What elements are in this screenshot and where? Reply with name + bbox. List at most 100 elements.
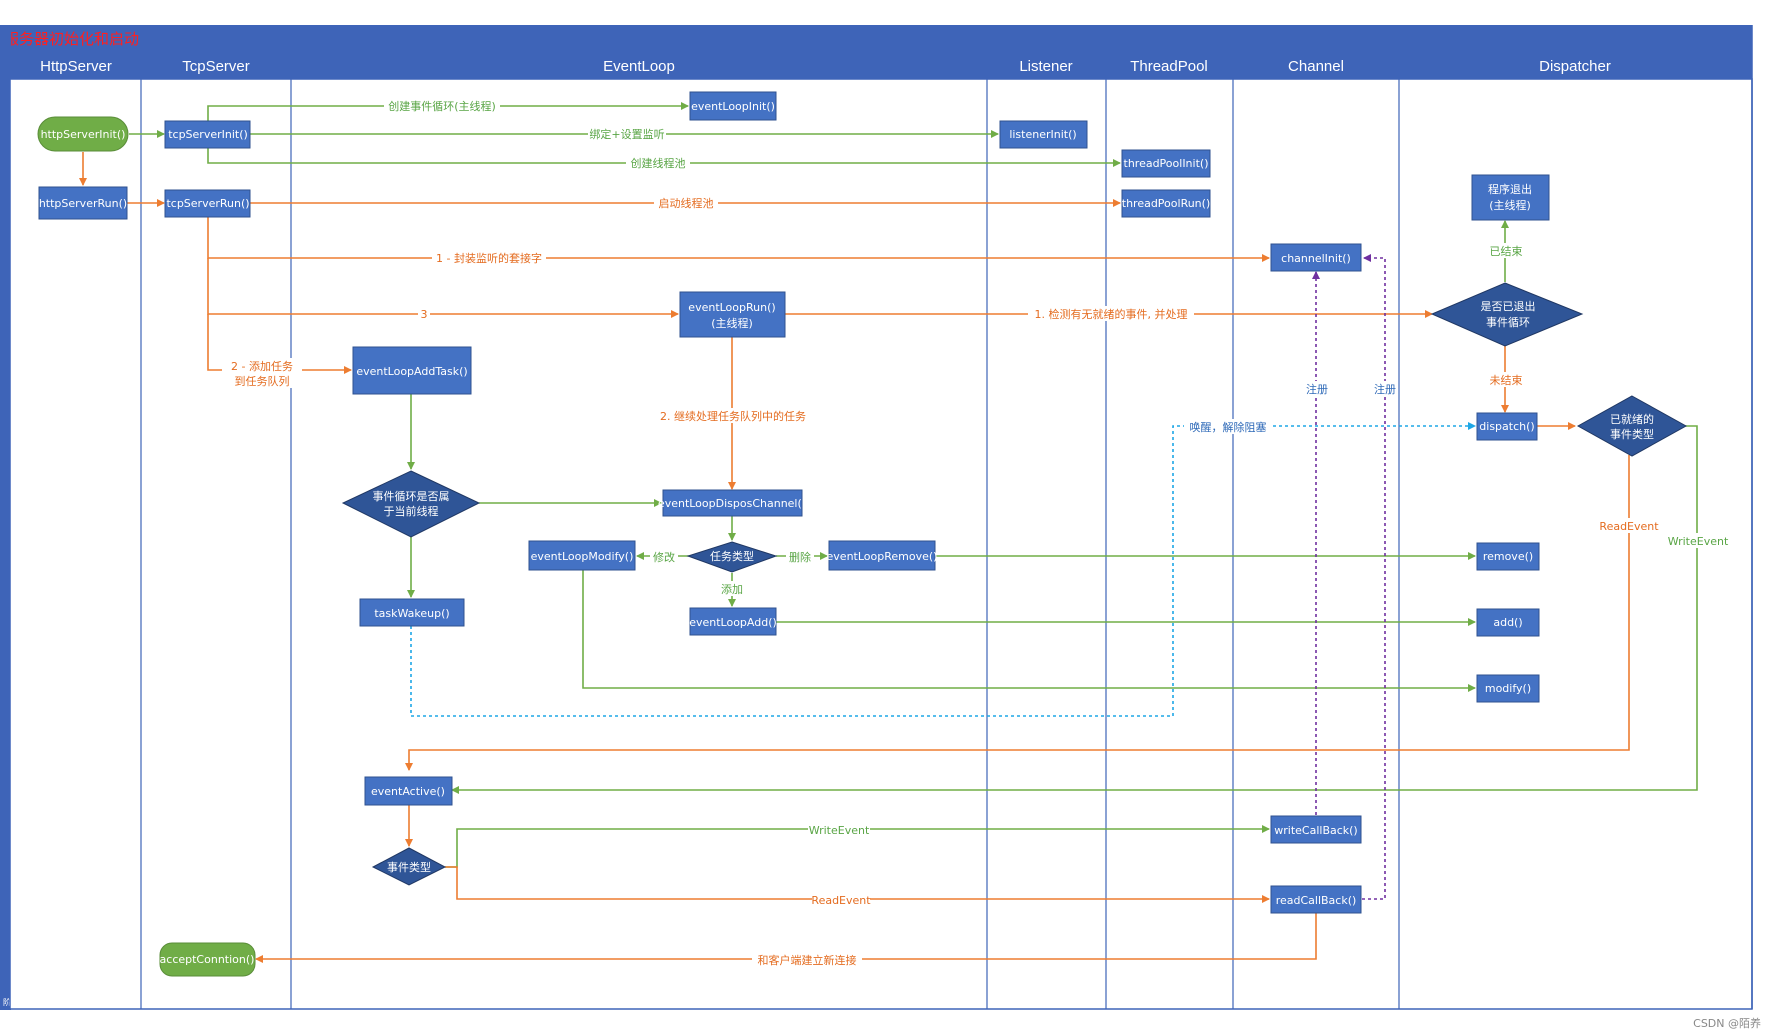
node-writecallback[interactable]: writeCallBack() xyxy=(1270,815,1362,844)
node-isexited[interactable]: 是否已退出 事件循环 xyxy=(1430,282,1584,347)
edge-register-read xyxy=(1362,254,1386,900)
edge-tcpinit-threadpoolinit xyxy=(207,145,1121,167)
node-eventloopadd[interactable]: eventLoopAdd() xyxy=(689,607,777,636)
label-ended: 已结束 xyxy=(1490,245,1523,258)
lane-httpserver: HttpServer xyxy=(40,58,112,75)
label-write-event-mid: WriteEvent xyxy=(809,824,870,837)
label-start-pool: 启动线程池 xyxy=(659,196,714,210)
svg-text:任务类型: 任务类型 xyxy=(710,549,754,563)
lane-listener: Listener xyxy=(1019,58,1072,75)
label-add-task-1: 2 - 添加任务 xyxy=(231,359,293,373)
svg-text:listenerInit(): listenerInit() xyxy=(1009,128,1076,141)
svg-text:eventLoopAddTask(): eventLoopAddTask() xyxy=(356,365,467,378)
svg-text:remove(): remove() xyxy=(1483,550,1533,563)
node-dispatch[interactable]: dispatch() xyxy=(1476,412,1538,441)
lane-threadpool: ThreadPool xyxy=(1130,58,1208,75)
svg-text:channelInit(): channelInit() xyxy=(1281,252,1351,265)
node-readcallback[interactable]: readCallBack() xyxy=(1270,885,1362,914)
label-register-2: 注册 xyxy=(1374,382,1396,396)
lane-tcpserver: TcpServer xyxy=(182,58,250,75)
node-eventloopmodify[interactable]: eventLoopModify() xyxy=(528,540,636,571)
svg-text:httpServerInit(): httpServerInit() xyxy=(41,128,126,141)
label-wrap-socket: 1 - 封装监听的套接字 xyxy=(436,251,542,265)
svg-text:readCallBack(): readCallBack() xyxy=(1276,894,1357,907)
svg-text:eventLoopRun(): eventLoopRun() xyxy=(688,301,775,314)
edge-readytype-readevent xyxy=(405,455,1630,771)
edge-wakeup xyxy=(410,422,1476,717)
node-tcpserverinit[interactable]: tcpServerInit() xyxy=(164,120,251,149)
svg-text:事件循环: 事件循环 xyxy=(1486,316,1530,329)
label-delete: 删除 xyxy=(789,550,811,564)
node-readytype[interactable]: 已就绪的 事件类型 xyxy=(1576,395,1688,457)
node-iscurrentthread[interactable]: 事件循环是否属 于当前线程 xyxy=(341,470,481,538)
svg-text:于当前线程: 于当前线程 xyxy=(384,504,439,518)
frame-title: 服务器初始化和启动 xyxy=(4,30,139,48)
svg-text:事件循环是否属: 事件循环是否属 xyxy=(373,490,450,503)
node-httpserverinit[interactable]: httpServerInit() xyxy=(37,116,129,152)
label-modify: 修改 xyxy=(653,550,675,564)
label-read-event-mid: ReadEvent xyxy=(811,894,871,907)
node-eventloopdisposchannel[interactable]: eventLoopDisposChannel() xyxy=(658,489,806,517)
node-add[interactable]: add() xyxy=(1476,608,1540,637)
svg-text:eventLoopModify(): eventLoopModify() xyxy=(531,550,634,563)
svg-text:acceptConntion(): acceptConntion() xyxy=(160,953,255,966)
edge-tcpinit-eventloopinit xyxy=(207,102,689,124)
edge-labels: 创建事件循环(主线程) 绑定+设置监听 创建线程池 启动线程池 1 - 封装监听… xyxy=(222,98,1729,967)
node-modify[interactable]: modify() xyxy=(1476,674,1540,703)
svg-text:eventLoopRemove(): eventLoopRemove() xyxy=(827,550,938,563)
svg-text:dispatch(): dispatch() xyxy=(1479,420,1534,433)
swimlane-frame: 服务器初始化和启动 阶段 xyxy=(0,25,1753,1010)
label-detect-ready: 1. 检测有无就绪的事件, 并处理 xyxy=(1035,307,1188,321)
label-three: 3 xyxy=(421,308,428,321)
svg-text:(主线程): (主线程) xyxy=(711,316,753,330)
label-new-connection: 和客户端建立新连接 xyxy=(758,953,857,967)
node-eventtype[interactable]: 事件类型 xyxy=(371,847,447,886)
svg-text:tcpServerInit(): tcpServerInit() xyxy=(168,128,248,141)
label-create-loop: 创建事件循环(主线程) xyxy=(388,99,496,113)
node-eventloopinit[interactable]: eventLoopInit() xyxy=(689,91,777,121)
edge-tcprun-addtask xyxy=(207,314,352,374)
node-tcpserverrun[interactable]: tcpServerRun() xyxy=(164,189,251,218)
svg-text:eventActive(): eventActive() xyxy=(371,785,445,798)
svg-text:事件类型: 事件类型 xyxy=(1610,427,1654,441)
lane-dispatcher: Dispatcher xyxy=(1539,58,1611,75)
node-acceptconntion[interactable]: acceptConntion() xyxy=(159,942,256,977)
node-threadpoolinit[interactable]: threadPoolInit() xyxy=(1121,149,1211,178)
label-not-ended: 未结束 xyxy=(1490,374,1523,387)
svg-text:threadPoolRun(): threadPoolRun() xyxy=(1122,197,1211,210)
watermark: CSDN @陌养 xyxy=(1693,1017,1761,1030)
label-add-task-2: 到任务队列 xyxy=(235,374,290,388)
lane-headers: HttpServer TcpServer EventLoop Listener … xyxy=(40,58,1611,75)
svg-text:add(): add() xyxy=(1493,616,1522,629)
node-tasktype[interactable]: 任务类型 xyxy=(686,541,778,573)
node-channelinit[interactable]: channelInit() xyxy=(1270,243,1362,272)
label-wakeup: 唤醒，解除阻塞 xyxy=(1190,420,1267,434)
svg-text:writeCallBack(): writeCallBack() xyxy=(1274,824,1357,837)
node-eventloopaddtask[interactable]: eventLoopAddTask() xyxy=(352,346,472,395)
node-eventactive[interactable]: eventActive() xyxy=(364,776,453,806)
svg-text:httpServerRun(): httpServerRun() xyxy=(39,197,127,210)
svg-text:modify(): modify() xyxy=(1485,682,1531,695)
node-httpserverrun[interactable]: httpServerRun() xyxy=(38,186,128,220)
node-remove[interactable]: remove() xyxy=(1476,542,1540,571)
nodes: httpServerInit() httpServerRun() acceptC… xyxy=(37,91,1688,977)
node-taskwakeup[interactable]: taskWakeup() xyxy=(359,598,465,627)
node-threadpoolrun[interactable]: threadPoolRun() xyxy=(1121,189,1211,218)
svg-text:taskWakeup(): taskWakeup() xyxy=(374,607,449,620)
svg-text:已就绪的: 已就绪的 xyxy=(1610,412,1654,426)
label-register-1: 注册 xyxy=(1306,382,1328,396)
svg-text:eventLoopAdd(): eventLoopAdd() xyxy=(689,616,777,629)
node-eventloopremove[interactable]: eventLoopRemove() xyxy=(827,540,938,571)
edge-readytype-writeevent xyxy=(451,425,1698,794)
svg-text:eventLoopInit(): eventLoopInit() xyxy=(691,100,775,113)
node-eventlooprun[interactable]: eventLoopRun() (主线程) xyxy=(679,291,786,338)
label-continue-tasks: 2. 继续处理任务队列中的任务 xyxy=(660,409,806,423)
label-read-event-right: ReadEvent xyxy=(1599,520,1659,533)
lane-eventloop: EventLoop xyxy=(603,58,675,75)
node-programexit[interactable]: 程序退出 (主线程) xyxy=(1471,174,1550,221)
node-listenerinit[interactable]: listenerInit() xyxy=(999,120,1088,149)
lane-channel: Channel xyxy=(1288,58,1344,75)
svg-text:事件类型: 事件类型 xyxy=(387,860,431,874)
svg-text:程序退出: 程序退出 xyxy=(1488,182,1532,196)
